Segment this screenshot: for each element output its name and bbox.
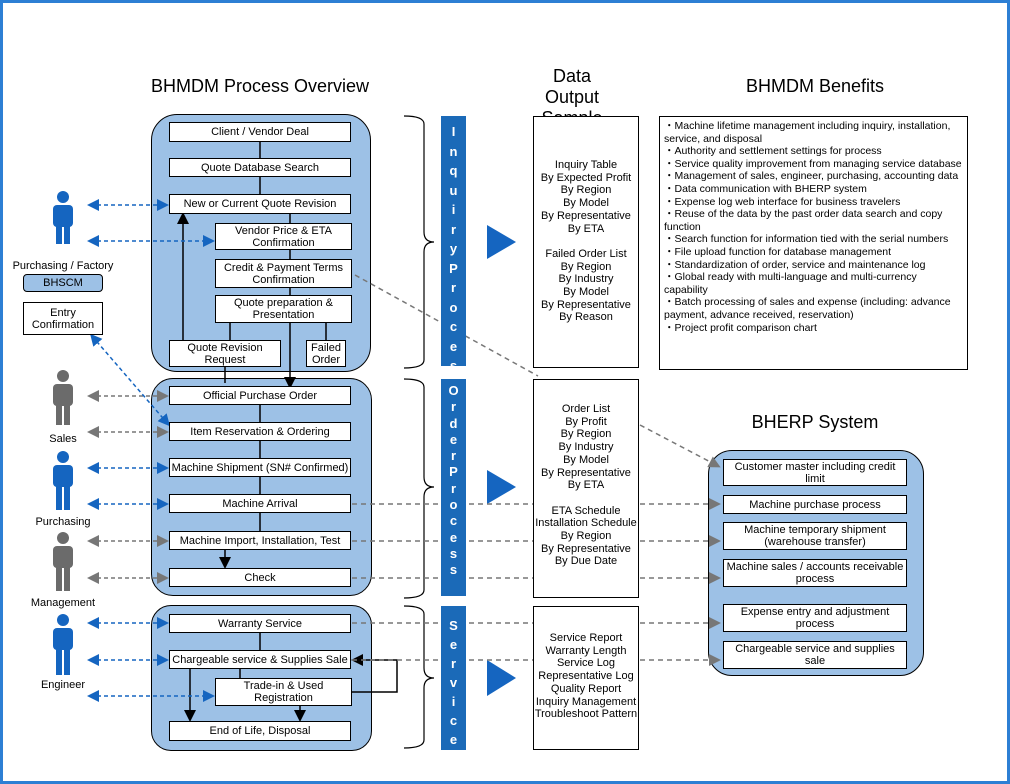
- step-quote-revision-request: Quote Revision Request: [169, 340, 281, 367]
- benefit-item: ・Expense log web interface for business …: [664, 195, 901, 208]
- benefits-title: BHMDM Benefits: [745, 76, 885, 96]
- output-line: By ETA: [567, 479, 605, 492]
- bherp-chargeable-service: Chargeable service and supplies sale: [723, 641, 907, 669]
- output-line: [534, 492, 638, 505]
- benefit-item: ・Batch processing of sales and expense (…: [664, 296, 951, 321]
- output-line: Quality Report: [550, 682, 622, 695]
- output-line: By Representative: [541, 209, 631, 222]
- output-line: Warranty Length: [545, 644, 627, 657]
- step-machine-import: Machine Import, Installation, Test: [169, 531, 351, 550]
- step-item-reservation: Item Reservation & Ordering: [169, 422, 351, 441]
- output-line: By Model: [563, 197, 609, 210]
- output-line: Service Report: [549, 632, 623, 644]
- step-official-purchase-order: Official Purchase Order: [169, 386, 351, 405]
- bherp-machine-sales: Machine sales / accounts receivable proc…: [723, 559, 907, 587]
- benefit-item: ・Management of sales, engineer, purchasi…: [664, 170, 959, 183]
- benefit-item: ・Standardization of order, service and m…: [664, 258, 926, 271]
- entry-confirmation-box: Entry Confirmation: [23, 302, 103, 335]
- output-line: By Model: [563, 453, 609, 466]
- output-line: By Industry: [558, 441, 614, 454]
- step-failed-order: Failed Order: [306, 340, 346, 367]
- people-dashed-arrows: [87, 199, 215, 702]
- phase-label: InquiryProcess: [449, 124, 458, 393]
- output-line: Troubleshoot Pattern: [534, 708, 638, 721]
- output-line: Failed Order List: [545, 247, 627, 260]
- step-warranty-service: Warranty Service: [169, 614, 351, 633]
- output-line: By Profit: [565, 415, 607, 428]
- output-line: By ETA: [567, 222, 605, 235]
- output-line: ETA Schedule: [551, 504, 621, 517]
- bherp-machine-purchase: Machine purchase process: [723, 495, 907, 514]
- output-line: [534, 235, 638, 248]
- output-line: By Representative: [541, 542, 631, 555]
- output-arrows: [487, 225, 516, 696]
- output-line: By Representative: [541, 466, 631, 479]
- output-line: By Representative: [541, 298, 631, 311]
- phase-inquiry: InquiryProcess: [441, 116, 466, 393]
- step-trade-in: Trade-in & Used Registration: [215, 678, 352, 706]
- benefits-list: ・Machine lifetime management including i…: [659, 116, 968, 370]
- step-end-of-life: End of Life, Disposal: [169, 721, 351, 741]
- label-engineer: Engineer: [40, 679, 86, 691]
- step-credit-payment: Credit & Payment Terms Confirmation: [215, 259, 352, 288]
- output-line: By Region: [560, 428, 612, 441]
- label-sales: Sales: [49, 433, 77, 445]
- benefit-item: ・Project profit comparison chart: [664, 321, 817, 334]
- output-line: Inquiry Table: [554, 159, 618, 171]
- bherp-temporary-shipment: Machine temporary shipment (warehouse tr…: [723, 522, 907, 550]
- person-icons: [53, 191, 73, 675]
- output-line: By Region: [560, 530, 612, 543]
- benefit-item: ・Machine lifetime management including i…: [664, 120, 951, 145]
- phase-brackets: [403, 115, 435, 749]
- output-line: By Region: [560, 184, 612, 197]
- step-quote-database-search: Quote Database Search: [169, 158, 351, 177]
- output-line: Service Log: [556, 657, 616, 670]
- bhscm-badge: BHSCM: [23, 274, 103, 292]
- order-panel: [151, 378, 372, 596]
- order-connectors: [219, 405, 261, 569]
- step-quote-revision: New or Current Quote Revision: [169, 194, 351, 214]
- step-machine-arrival: Machine Arrival: [169, 494, 351, 513]
- bherp-expense-entry: Expense entry and adjustment process: [723, 604, 907, 632]
- process-title: BHMDM Process Overview: [150, 76, 370, 96]
- step-vendor-price-eta: Vendor Price & ETA Confirmation: [215, 223, 352, 250]
- output-line: Installation Schedule: [535, 517, 637, 530]
- label-purchasing-factory: Purchasing / Factory: [12, 260, 114, 272]
- output-line: By Region: [560, 260, 612, 273]
- step-machine-shipment: Machine Shipment (SN# Confirmed): [169, 458, 351, 477]
- output-line: Order List: [561, 403, 611, 415]
- step-quote-preparation: Quote preparation & Presentation: [215, 295, 352, 323]
- benefit-item: ・Authority and settlement settings for p…: [664, 145, 882, 158]
- step-chargeable-service: Chargeable service & Supplies Sale: [169, 650, 351, 669]
- bherp-customer-master: Customer master including credit limit: [723, 459, 907, 486]
- output-line: By Due Date: [554, 555, 618, 568]
- benefit-item: ・File upload function for database manag…: [664, 245, 892, 258]
- output-line: By Industry: [558, 273, 614, 286]
- step-client-vendor-deal: Client / Vendor Deal: [169, 122, 351, 142]
- bherp-title: BHERP System: [751, 412, 879, 432]
- output-line: By Model: [563, 286, 609, 299]
- label-purchasing: Purchasing: [35, 516, 91, 528]
- benefit-item: ・Service quality improvement from managi…: [664, 157, 962, 170]
- output-line: Representative Log: [538, 670, 634, 683]
- benefit-item: ・Search function for information tied wi…: [664, 233, 949, 246]
- benefit-item: ・Data communication with BHERP system: [664, 182, 867, 195]
- output-line: By Reason: [559, 311, 613, 324]
- benefit-item: ・Global ready with multi-language and mu…: [664, 271, 917, 296]
- step-check: Check: [169, 568, 351, 587]
- label-management: Management: [30, 597, 96, 609]
- output-line: By Expected Profit: [540, 171, 632, 184]
- benefit-item: ・Reuse of the data by the past order dat…: [664, 208, 943, 233]
- output-line: Inquiry Management: [535, 695, 637, 708]
